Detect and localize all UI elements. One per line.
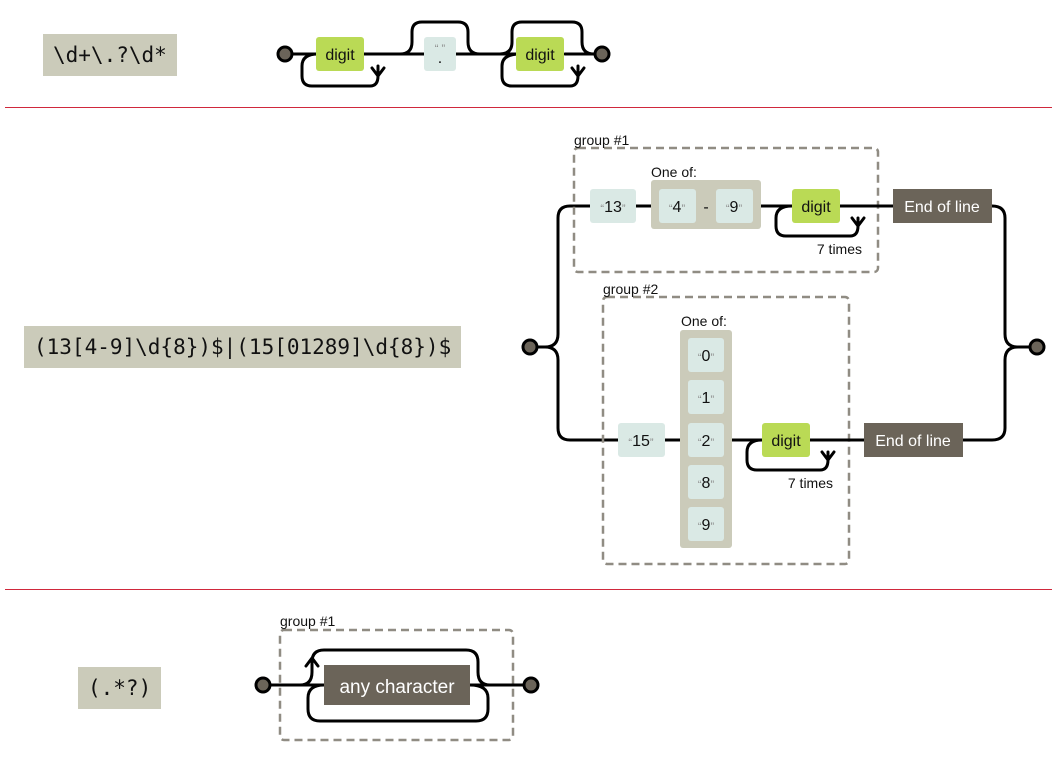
start-terminal — [254, 676, 272, 694]
diagram-3: group #1 any character — [254, 613, 540, 742]
literal-label: “13” — [600, 199, 625, 216]
one-of-label: One of: — [681, 313, 727, 329]
branch-connector — [990, 204, 1039, 349]
option-label: “1” — [698, 390, 715, 407]
any-character-node — [324, 665, 470, 705]
branch-connector — [528, 204, 592, 349]
skip-path — [398, 20, 482, 56]
group-2-box — [601, 295, 851, 566]
range-separator: - — [703, 199, 708, 216]
digit-node — [792, 189, 840, 223]
digit-label: digit — [801, 199, 831, 216]
group-1-label: group #1 — [280, 613, 335, 629]
repeat-loop — [500, 52, 580, 88]
digit-node — [762, 423, 810, 457]
option-label: “2” — [698, 433, 715, 450]
end-of-line-node — [864, 423, 963, 457]
repeat-label: 7 times — [817, 241, 862, 257]
end-terminal — [593, 45, 611, 63]
literal-label: “15” — [628, 433, 653, 450]
option-node — [688, 507, 724, 541]
digit-label: digit — [771, 433, 801, 450]
range-from-label: “4” — [669, 199, 686, 216]
branch-connector — [961, 345, 1020, 442]
option-node — [688, 380, 724, 414]
option-label: “0” — [698, 348, 715, 365]
digit-node — [316, 37, 364, 71]
literal-label: . — [438, 50, 442, 67]
group-1-box — [572, 146, 880, 274]
literal-node — [590, 189, 636, 223]
option-label: “8” — [698, 475, 715, 492]
repeat-label: 7 times — [788, 475, 833, 491]
range-from-node — [659, 189, 696, 223]
group-1-label: group #1 — [574, 132, 629, 148]
any-character-label: any character — [339, 677, 455, 698]
option-label: “9” — [698, 517, 715, 534]
end-terminal — [1028, 338, 1046, 356]
digit-label: digit — [525, 47, 555, 64]
diagram-2: group #1 “13” One of: “4” - “9” digit 7 … — [521, 132, 1046, 566]
digit-label: digit — [325, 47, 355, 64]
anchor-label: End of line — [904, 199, 980, 216]
char-class-options: “0” “1” “2” “8” “9” — [688, 338, 724, 541]
repeat-arrow — [570, 66, 586, 78]
diagram-1: digit “ ” . digit — [276, 20, 611, 88]
end-of-line-node — [893, 189, 992, 223]
repeat-arrow — [820, 450, 836, 462]
repeat-arrow — [850, 216, 866, 228]
one-of-label: One of: — [651, 164, 697, 180]
skip-arrow — [304, 656, 320, 668]
skip-path — [298, 648, 492, 687]
quote-marks: “ ” — [435, 43, 446, 55]
regex-source-1: \d+\.?\d* — [43, 34, 177, 76]
range-to-node — [716, 189, 753, 223]
skip-path — [498, 20, 596, 56]
group-2-label: group #2 — [603, 281, 658, 297]
repeat-loop — [306, 683, 490, 723]
regex-source-3: (.*?) — [78, 667, 162, 709]
option-node — [688, 423, 724, 457]
end-terminal — [522, 676, 540, 694]
digit-node — [516, 37, 564, 71]
branch-connector — [543, 345, 622, 442]
section-divider-2 — [5, 589, 1052, 590]
literal-node — [618, 423, 665, 457]
regex-source-2: (13[4-9]\d{8})$|(15[01289]\d{8})$ — [24, 326, 462, 368]
option-node — [688, 338, 724, 372]
anchor-label: End of line — [875, 433, 951, 450]
section-divider-1 — [5, 107, 1052, 108]
repeat-loop — [774, 204, 860, 238]
range-to-label: “9” — [726, 199, 743, 216]
start-terminal — [521, 338, 539, 356]
repeat-loop — [300, 52, 380, 88]
repeat-loop — [745, 438, 830, 472]
repeat-arrow — [370, 66, 386, 78]
option-node — [688, 465, 724, 499]
literal-node — [424, 37, 456, 71]
start-terminal — [276, 45, 294, 63]
